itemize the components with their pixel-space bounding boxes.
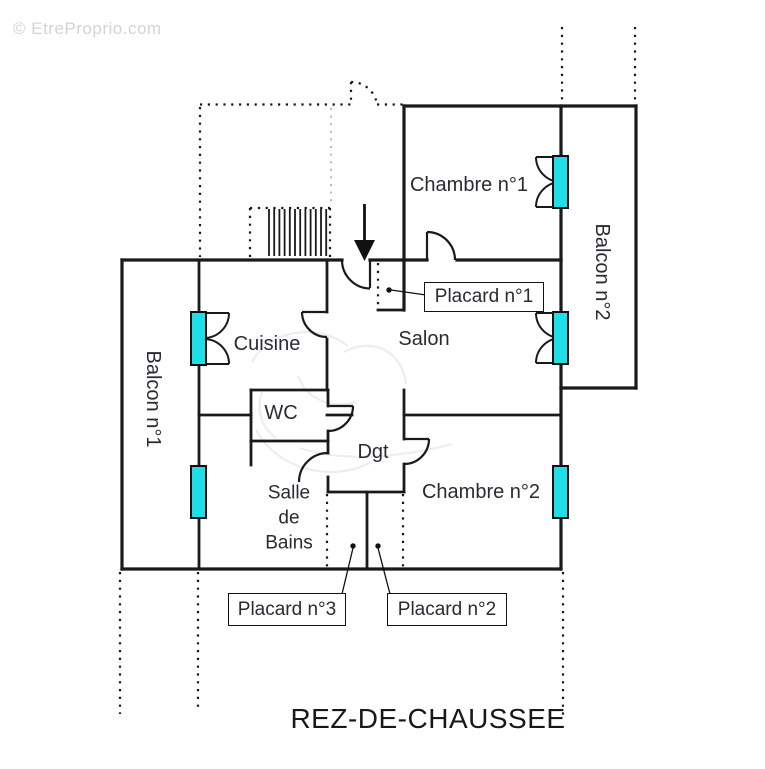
placard3-leader [341,547,354,595]
placard3-anchor-dot [350,543,356,549]
window-chambre1 [552,155,569,209]
terrace-door-arc-dotted [350,80,379,105]
room-label-wc: WC [264,402,298,424]
placard1-leader [390,289,427,296]
callout-placard1: Placard n°1 [424,282,544,312]
callout-placard2: Placard n°2 [387,593,507,626]
windows [190,155,569,519]
door-cuisine [300,310,328,339]
callout-leaders [341,287,427,595]
door-wc [327,404,355,433]
door-chambre2 [403,437,431,466]
floor-title: REZ-DE-CHAUSSEE [290,703,566,734]
door-entrance [340,259,372,290]
placard1-anchor-dot [386,287,392,293]
french-window-swings [203,156,562,365]
room-label-salon: Salon [398,328,450,350]
room-label-dgt: Dgt [357,441,389,463]
door-salle-de-bains [297,451,329,483]
window-salon [552,311,569,365]
room-label-chambre1: Chambre n°1 [409,174,529,196]
window-salle-de-bains [190,465,207,519]
door-swings [297,230,457,483]
entrance-arrow-icon [354,204,375,261]
placard2-leader [377,547,391,595]
callout-placard3: Placard n°3 [228,593,346,626]
dotted-outlines [118,27,637,719]
french-window-cuisine [203,312,230,365]
room-label-salle-de-bains: Salle de Bains [265,482,313,554]
window-cuisine [190,311,207,366]
placard2-anchor-dot [375,543,381,549]
room-label-cuisine: Cuisine [233,333,301,355]
room-label-balcon1: Balcon n°1 [142,350,164,448]
site-watermark: © EtreProprio.com [13,19,162,38]
window-chambre2 [552,465,569,519]
door-chambre1 [425,230,457,261]
room-label-balcon2: Balcon n°2 [591,223,613,321]
stairs-hatch [268,209,328,256]
room-label-chambre2: Chambre n°2 [421,481,541,503]
